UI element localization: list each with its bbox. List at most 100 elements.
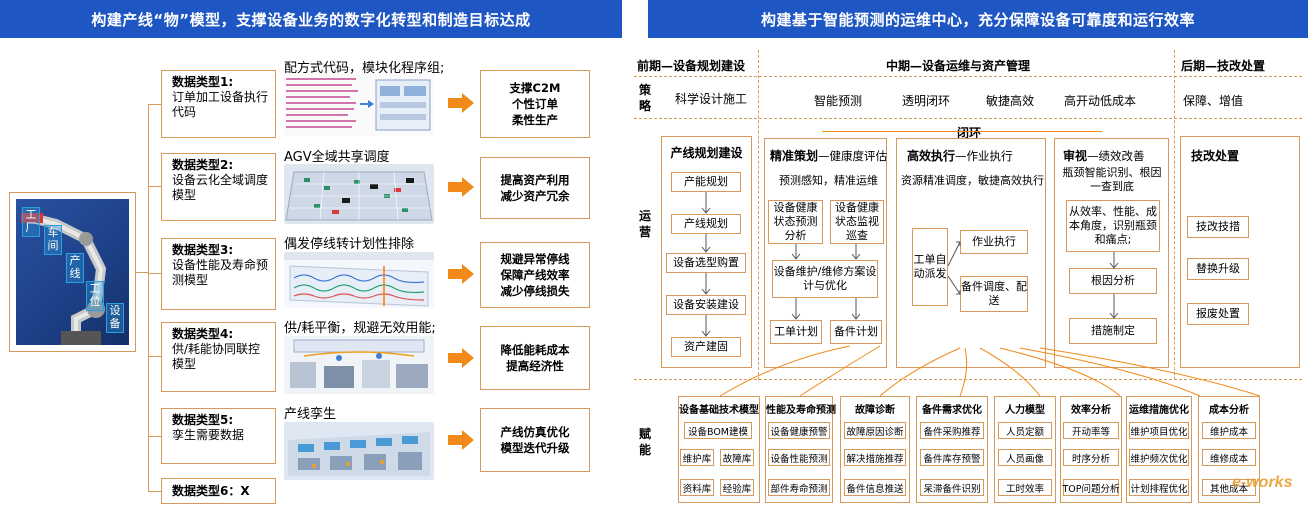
data-type-1: 数据类型1: 订单加工设备执行代码 — [161, 70, 276, 138]
enable-1-item-3: 故障库 — [720, 449, 754, 466]
arrow-right-icon-1 — [448, 93, 474, 113]
figure-5-caption: 产线孪生 — [284, 407, 337, 422]
robot-label-equipment: 设备 — [106, 303, 124, 333]
figure-2-caption: AGV全域共享调度 — [284, 150, 390, 165]
enable-7-item-3: 计划排程优化 — [1129, 479, 1189, 496]
data-type-5: 数据类型5: 孪生需要数据 — [161, 408, 276, 464]
divider-v-2 — [1174, 50, 1175, 380]
tech-step-2: 替换升级 — [1187, 258, 1249, 280]
planning-step-1: 产能规划 — [671, 172, 741, 192]
goal-2-line-2: 减少资产冗余 — [500, 189, 570, 203]
review-node-3: 措施制定 — [1069, 318, 1157, 344]
code-listing-icon — [286, 78, 431, 131]
planning-arrows — [701, 192, 711, 337]
precise-desc: 预测感知，精准运维 — [779, 174, 878, 187]
goal-2: 提高资产利用 减少资产冗余 — [480, 157, 590, 219]
tech-title: 技改处置 — [1191, 149, 1240, 163]
data-type-3: 数据类型3: 设备性能及寿命预测模型 — [161, 238, 276, 310]
right-banner-text: 构建基于智能预测的运维中心，充分保障设备可靠度和运行效率 — [760, 10, 1195, 29]
figure-1-caption: 配方式代码，模块化程序组; — [284, 61, 445, 76]
digital-twin-icon — [288, 432, 430, 476]
goal-5: 产线仿真优化 模型迭代升级 — [480, 408, 590, 472]
goal-1-line-1: 支撑C2M — [509, 81, 561, 95]
goal-1: 支撑C2M 个性订单 柔性生产 — [480, 70, 590, 138]
enable-panel-2-title: 性能及寿命预测 — [766, 405, 836, 416]
divider-h-1 — [634, 76, 1302, 77]
bracket-tick-6 — [148, 491, 161, 492]
enable-2-item-3: 部件寿命预测 — [768, 479, 830, 496]
enable-4-item-3: 呆滞备件识别 — [920, 479, 984, 496]
precise-node-2: 设备健康状态监视巡查 — [830, 200, 884, 244]
bracket-tick-3 — [148, 273, 161, 274]
goal-3: 规避异常停线 保障产线效率 减少停线损失 — [480, 242, 590, 308]
figure-3-caption: 偶发停线转计划性排除 — [284, 237, 415, 252]
right-banner: 构建基于智能预测的运维中心，充分保障设备可靠度和运行效率 — [648, 0, 1308, 38]
goal-3-line-3: 减少停线损失 — [500, 284, 570, 298]
phase-late: 后期—技改处置 — [1181, 59, 1266, 73]
planning-step-3: 设备选型购置 — [666, 253, 746, 273]
divider-v-1 — [758, 50, 759, 380]
tech-step-3: 报废处置 — [1187, 303, 1249, 325]
enable-label: 赋能 — [638, 427, 651, 457]
enable-5-item-3: 工时效率 — [998, 479, 1052, 496]
goal-2-line-1: 提高资产利用 — [500, 173, 570, 187]
enable-5-item-1: 人员定额 — [998, 422, 1052, 439]
enable-panel-8-title: 成本分析 — [1209, 405, 1249, 416]
enable-2-item-1: 设备健康预警 — [768, 422, 830, 439]
energy-plant-icon — [290, 339, 428, 388]
goal-4: 降低能耗成本 提高经济性 — [480, 326, 590, 390]
robot-label-workshop: 车间 — [44, 225, 62, 255]
left-banner: 构建产线“物”模型，支撑设备业务的数字化转型和制造目标达成 — [0, 0, 622, 38]
review-node-2: 根因分析 — [1069, 268, 1157, 294]
bracket-horizontal — [136, 272, 148, 273]
data-type-1-desc: 订单加工设备执行代码 — [172, 90, 269, 119]
goal-4-line-2: 提高经济性 — [506, 359, 564, 373]
review-node-1: 从效率、性能、成本角度，识别瓶颈和痛点; — [1066, 200, 1160, 252]
arrow-right-icon-2 — [448, 177, 474, 197]
arrow-right-icon-5 — [448, 430, 474, 450]
precise-title-sub: —健康度评估 — [818, 149, 888, 163]
figure-2-image — [284, 164, 434, 224]
review-arrows — [1109, 252, 1119, 319]
goal-5-line-1: 产线仿真优化 — [500, 425, 570, 439]
strategy-mid-4: 高开动低成本 — [1064, 94, 1137, 108]
data-type-4: 数据类型4: 供/耗能协同联控模型 — [161, 322, 276, 392]
goal-1-line-3: 柔性生产 — [512, 113, 558, 127]
bracket-tick-2 — [148, 186, 161, 187]
enable-connectors — [719, 345, 1261, 397]
enable-8-item-2: 维修成本 — [1202, 449, 1256, 466]
phase-early: 前期—设备规划建设 — [637, 59, 746, 73]
figure-4-image — [284, 336, 434, 394]
data-type-4-title: 数据类型4: — [172, 327, 234, 341]
review-title-sub: —绩效改善 — [1087, 149, 1145, 163]
robot-frame: 工厂 车间 产线 工位 设备 — [9, 192, 136, 352]
strategy-late: 保障、增值 — [1183, 94, 1244, 108]
strategy-early: 科学设计施工 — [675, 92, 748, 106]
figure-4-caption: 供/耗平衡，规避无效用能; — [284, 321, 436, 336]
enable-1-item-4: 资料库 — [680, 479, 714, 496]
arrow-right-icon-3 — [448, 264, 474, 284]
robot-label-station: 工位 — [86, 281, 104, 311]
enable-panel-3-title: 故障诊断 — [855, 405, 895, 416]
loop-label: 闭环 — [957, 126, 982, 140]
enable-3-item-2: 解决措施推荐 — [844, 449, 906, 466]
enable-panel-7-title: 运维措施优化 — [1129, 405, 1189, 416]
precise-node-1: 设备健康状态预测分析 — [768, 200, 823, 244]
enable-6-item-1: 开动率等 — [1063, 422, 1119, 439]
exec-arrows — [948, 241, 961, 295]
bracket-tick-1 — [148, 104, 161, 105]
exec-title-main: 高效执行 — [907, 149, 956, 163]
bracket-tick-5 — [148, 436, 161, 437]
enable-panel-5-title: 人力模型 — [1005, 405, 1045, 416]
enable-7-item-2: 维护频次优化 — [1129, 449, 1189, 466]
enable-panel-4-title: 备件需求优化 — [922, 405, 982, 416]
precise-arrows — [791, 244, 861, 320]
trend-chart-icon — [284, 252, 434, 307]
goal-3-line-1: 规避异常停线 — [500, 252, 570, 266]
data-type-2-desc: 设备云化全域调度模型 — [172, 173, 269, 202]
figure-5-image — [284, 422, 434, 480]
bracket-vertical — [148, 104, 149, 492]
goal-4-line-1: 降低能耗成本 — [500, 343, 570, 357]
strategy-mid-3: 敏捷高效 — [986, 94, 1035, 108]
enable-1-item-2: 维护库 — [680, 449, 714, 466]
